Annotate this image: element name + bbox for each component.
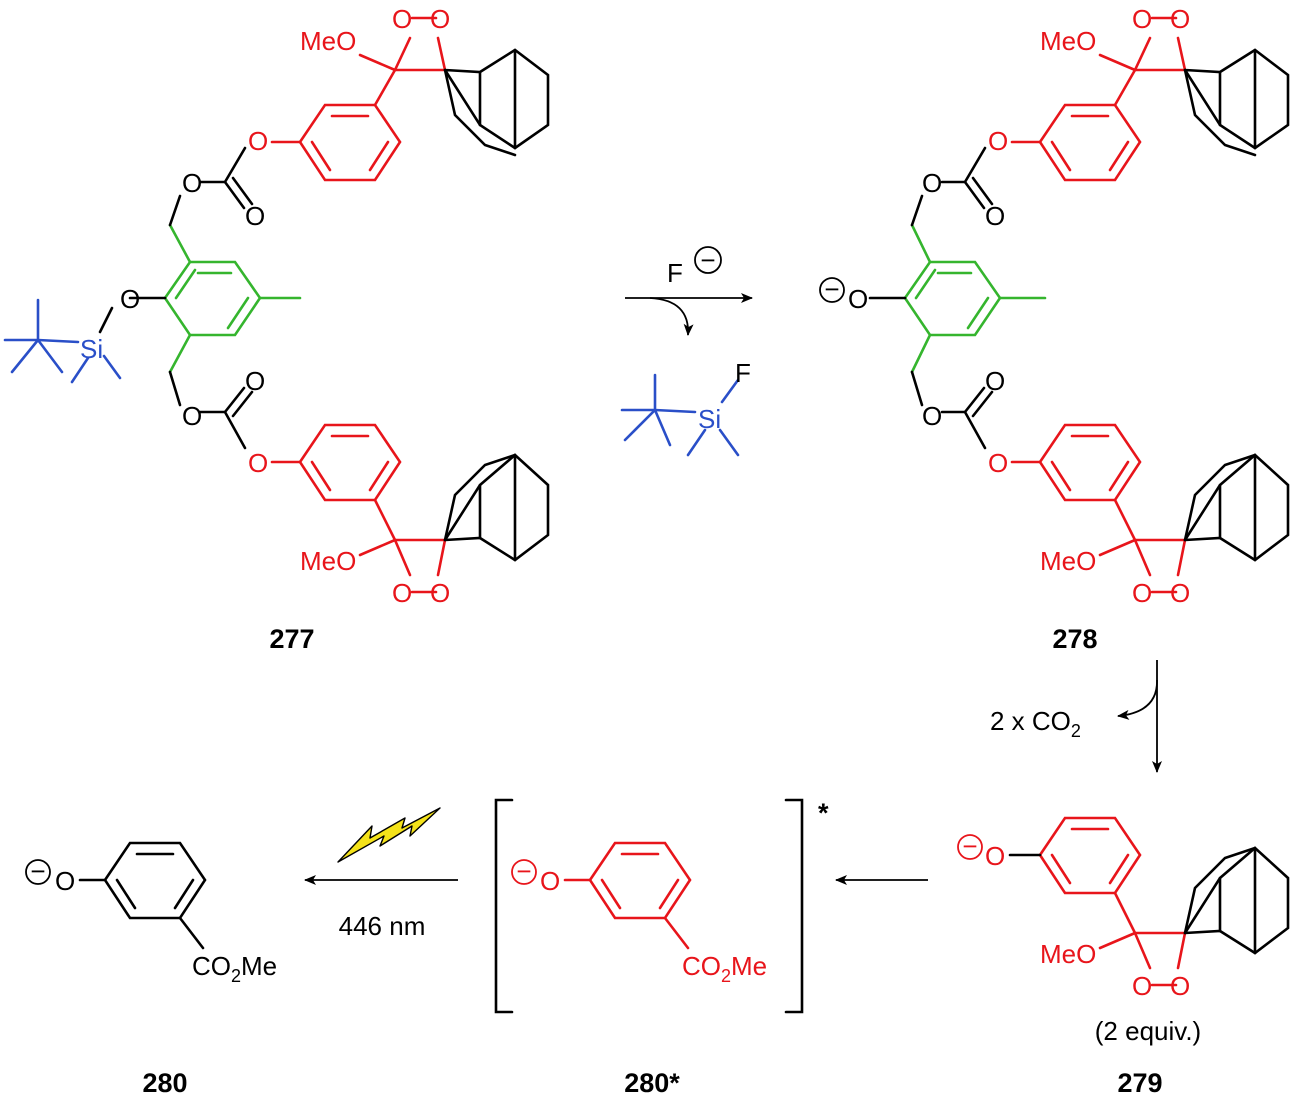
- atom-o: O: [985, 366, 1005, 396]
- atom-o: O: [392, 4, 412, 34]
- atom-meo: MeO: [1040, 26, 1096, 56]
- lower-aryl-dioxetane-277: [298, 423, 447, 594]
- compound-label-279: 279: [1117, 1068, 1162, 1097]
- atom-meo: MeO: [1040, 939, 1096, 969]
- lower-adamantane-277: [443, 453, 550, 562]
- atom-o: O: [540, 866, 560, 896]
- atom-si: Si: [80, 334, 103, 364]
- central-benzene-ring-277: [163, 223, 302, 374]
- atom-o: O: [248, 126, 268, 156]
- compound-label-277: 277: [269, 624, 314, 654]
- tbs-ether-277: [3, 296, 167, 384]
- charge-minus: −: [824, 274, 839, 304]
- atom-o: O: [988, 126, 1008, 156]
- atom-o: O: [1170, 578, 1190, 608]
- compound-279: − O MeO O O (2 equiv.) 279: [957, 816, 1290, 1097]
- atom-o: O: [985, 841, 1005, 871]
- compound-label-278: 278: [1052, 624, 1097, 654]
- lightning-icon: [337, 807, 441, 863]
- atom-si: Si: [698, 404, 721, 434]
- atom-o: O: [1170, 4, 1190, 34]
- charge-minus: −: [516, 856, 531, 886]
- compound-277: O Si O O O O O O MeO MeO O O O O 277: [3, 4, 550, 654]
- atom-o: O: [1132, 578, 1152, 608]
- atom-o: O: [392, 578, 412, 608]
- atom-o: O: [248, 448, 268, 478]
- charge-minus: −: [962, 831, 977, 861]
- atom-o: O: [922, 168, 942, 198]
- atom-meo: MeO: [300, 546, 356, 576]
- atom-meo: MeO: [300, 26, 356, 56]
- wavelength-label: 446 nm: [339, 911, 426, 941]
- compound-label-280-excited: 280*: [624, 1068, 680, 1097]
- upper-aryl-dioxetane-277: [298, 16, 447, 182]
- upper-carbonate-277: [168, 140, 302, 227]
- atom-o: O: [1170, 971, 1190, 1001]
- compound-278: − O: [819, 4, 1290, 654]
- compound-280: − O CO2Me 280: [25, 841, 277, 1097]
- charge-minus: −: [700, 245, 715, 275]
- atom-o: O: [1132, 4, 1152, 34]
- atom-o: O: [245, 201, 265, 231]
- atom-o: O: [848, 284, 868, 314]
- lower-carbonate-277: [168, 370, 302, 464]
- atom-o: O: [182, 401, 202, 431]
- atom-o: O: [120, 284, 140, 314]
- compound-280-excited: * − O CO2Me 280*: [494, 798, 829, 1097]
- compound-label-280: 280: [142, 1068, 187, 1097]
- emission-arrow: 446 nm: [304, 807, 458, 941]
- atom-o: O: [55, 866, 75, 896]
- fluoride-label: F: [667, 258, 683, 288]
- upper-adamantane-277: [443, 48, 550, 157]
- atom-f: F: [735, 358, 751, 388]
- atom-o: O: [985, 201, 1005, 231]
- fluoride-arrow: F − Si F: [620, 245, 753, 457]
- atom-meo: MeO: [1040, 546, 1096, 576]
- phenolate-charge-icon: [819, 277, 845, 303]
- equiv-label: (2 equiv.): [1095, 1016, 1201, 1046]
- ester-co2me: CO2Me: [682, 951, 767, 986]
- atom-o: O: [430, 578, 450, 608]
- atom-o: O: [988, 448, 1008, 478]
- bracket-right: [784, 798, 804, 1014]
- atom-o: O: [922, 401, 942, 431]
- phenolate-charge-icon: [25, 859, 51, 885]
- atom-o: O: [245, 366, 265, 396]
- co2-label: 2 x CO2: [990, 706, 1081, 741]
- phenolate-charge-icon: [511, 859, 537, 885]
- decarboxylation-arrow: 2 x CO2: [990, 660, 1162, 773]
- atom-o: O: [430, 4, 450, 34]
- atom-o: O: [1132, 971, 1152, 1001]
- atom-o: O: [182, 168, 202, 198]
- excited-state-asterisk: *: [818, 798, 829, 828]
- phenolate-charge-icon: [957, 834, 983, 860]
- ester-co2me: CO2Me: [192, 951, 277, 986]
- charge-minus: −: [30, 856, 45, 886]
- anion-charge-icon: [694, 246, 722, 274]
- tbs-fluoride-byproduct: Si F: [620, 358, 751, 457]
- bracket-left: [494, 798, 514, 1014]
